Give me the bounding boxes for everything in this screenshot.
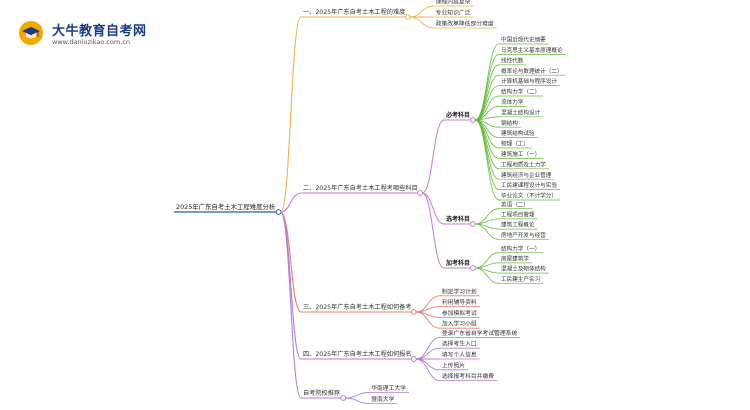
node-joint (470, 221, 476, 227)
subject-item: 混凝土及砌体结构 (501, 265, 546, 273)
leaf-item: 选择考生入口 (442, 340, 477, 348)
node-joint (410, 356, 417, 362)
subject-item: 房地产开发与经营 (501, 231, 546, 239)
connector (280, 211, 302, 360)
connector (409, 16, 434, 29)
subject-item: 工民建生产实习 (501, 275, 540, 283)
connector (280, 211, 302, 399)
connector (421, 119, 445, 194)
subject-item: 工程地质及土力学 (501, 160, 546, 168)
connector (345, 392, 370, 399)
group-1: 必考科目 (445, 111, 470, 119)
connector (280, 192, 302, 213)
leaf-item: 华南理工大学 (371, 384, 406, 392)
connector (474, 223, 500, 240)
node-joint (417, 190, 423, 196)
subject-item: 建筑经济与企业管理 (501, 171, 552, 179)
node-joint (275, 209, 282, 215)
leaf-item: 利用辅导资料 (442, 298, 477, 306)
subject-item: 中国近现代史纲要 (501, 36, 546, 44)
subject-item: 工民建课程设计与实验 (501, 181, 557, 189)
subject-item: 计算机基础与程序设计 (501, 77, 557, 85)
node-joint (470, 265, 476, 271)
subject-item: 钢结构 (501, 119, 518, 127)
branch-4: 四、2025年广东自考土木工程如何报名 (303, 350, 412, 358)
subject-item: 物理（工） (501, 140, 529, 148)
brand-logo: 大牛教育自考网 www.daniuzikao.com.cn (14, 14, 147, 46)
connector (474, 119, 500, 201)
node-joint (340, 395, 347, 401)
branch-3: 三、2025年广东自考土木工程如何备考 (303, 303, 412, 311)
leaf-item: 参加模拟考试 (442, 309, 477, 317)
node-joint (410, 309, 417, 315)
brand-url: www.daniuzikao.com.cn (52, 38, 130, 46)
group-3: 加考科目 (445, 259, 470, 267)
leaf-item: 政策改革降低部分难度 (436, 20, 494, 28)
subject-item: 马克思主义基本原理概论 (501, 46, 563, 54)
subject-item: 结构力学（一） (501, 244, 540, 252)
leaf-item: 暨南大学 (371, 395, 394, 403)
connector (409, 5, 434, 18)
subject-item: 混凝土结构设计 (501, 108, 541, 116)
connector (474, 119, 500, 190)
connector (474, 64, 500, 121)
subject-item: 英语（二） (501, 200, 529, 208)
connector (415, 336, 440, 360)
mindmap-root: 2025年广东自考土木工程难度分析 (176, 202, 276, 211)
connector (345, 397, 370, 404)
subject-item: 建筑施工（一） (501, 150, 540, 158)
connector (474, 85, 500, 121)
subject-item: 流体力学 (501, 98, 524, 106)
branch-1: 一、2025年广东自考土木工程的难度 (303, 8, 405, 16)
leaf-item: 登录广东省自学考试管理系统 (442, 329, 518, 337)
leaf-item: 课程内容复杂 (436, 0, 471, 6)
branch-2: 二、2025年广东自考土木工程考哪些科目 (303, 184, 418, 192)
leaf-item: 制定学习计划 (442, 287, 477, 295)
graduation-cap-icon (19, 21, 43, 45)
subject-item: 工程项目管理 (501, 211, 535, 219)
subject-item: 毕业论文（不计学分） (501, 192, 557, 200)
connector (280, 16, 302, 213)
connector (474, 267, 500, 284)
leaf-item: 上传照片 (442, 361, 465, 369)
branch-5: 自考院校推荐 (303, 389, 340, 397)
leaf-item: 填写个人信息 (442, 351, 477, 359)
connector (415, 358, 440, 382)
connector (474, 95, 500, 121)
subject-item: 概率论与数理统计（二） (501, 67, 563, 75)
brand-title: 大牛教育自考网 (52, 24, 147, 39)
subject-item: 建筑结构试验 (501, 129, 535, 137)
connector (415, 311, 440, 329)
connector (415, 347, 440, 360)
node-joint (404, 14, 411, 20)
subject-item: 结构力学（二） (501, 88, 540, 96)
connector (415, 358, 440, 371)
subject-item: 线性代数 (501, 56, 524, 64)
leaf-item: 选择报考科目并缴费 (442, 372, 494, 380)
connector (421, 192, 445, 225)
leaf-item: 加入学习小组 (442, 320, 477, 328)
group-2: 选考科目 (446, 215, 470, 223)
node-joint (470, 117, 476, 123)
subject-item: 房屋建筑学 (501, 255, 529, 263)
leaf-item: 专业知识广泛 (436, 9, 471, 17)
subject-item: 建筑工程概论 (501, 221, 535, 229)
connector (421, 192, 445, 269)
